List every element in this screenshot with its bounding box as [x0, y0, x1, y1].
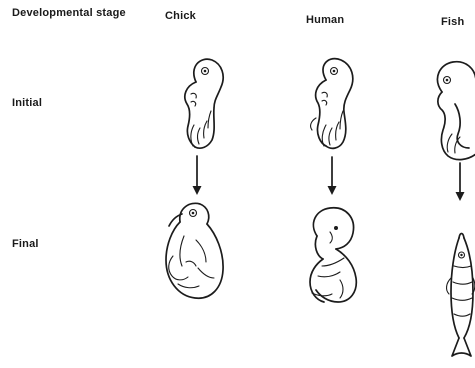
- human-initial-embryo-drawing: [311, 59, 353, 149]
- fish-final-drawing: [447, 234, 475, 357]
- chick-initial-embryo-drawing: [185, 59, 223, 148]
- chick-final-embryo-drawing: [166, 203, 223, 298]
- chick-development-arrow: [193, 156, 202, 195]
- fish-initial-embryo-drawing: [438, 62, 475, 160]
- fish-development-arrow: [456, 163, 465, 201]
- human-development-arrow: [328, 157, 337, 195]
- human-final-fetus-drawing: [310, 208, 356, 302]
